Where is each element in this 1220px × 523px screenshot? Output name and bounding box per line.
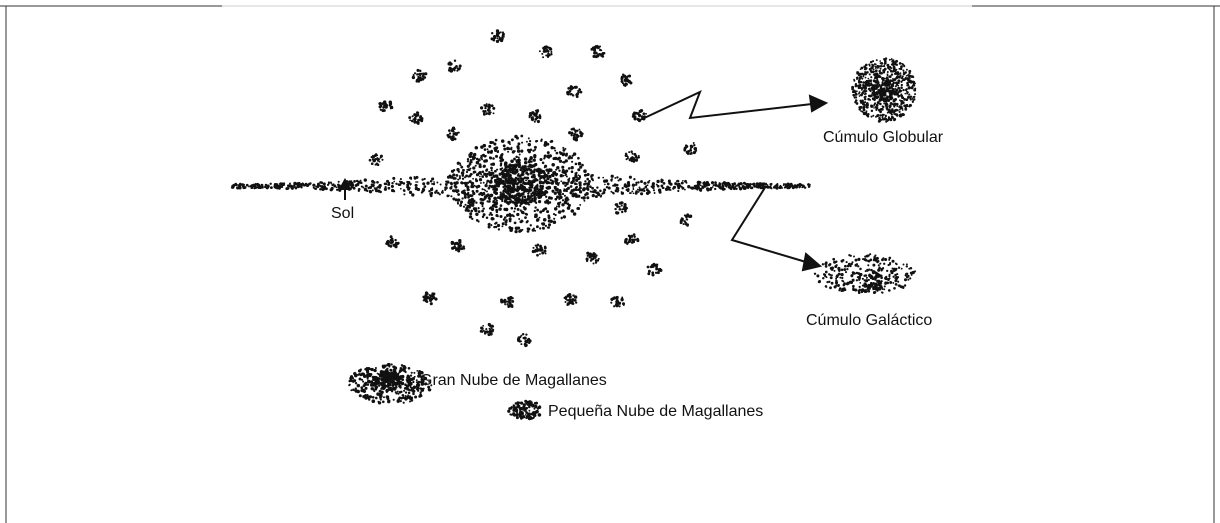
frame <box>0 6 1220 523</box>
sun-label: Sol <box>331 205 354 222</box>
large-magellanic-cloud-label: Gran Nube de Magallanes <box>420 372 607 389</box>
globular-cluster-label: Cúmulo Globular <box>823 129 944 146</box>
arrow-to-globular-cluster <box>640 92 826 120</box>
small-magellanic-cloud-label: Pequeña Nube de Magallanes <box>548 403 763 420</box>
galactic-cluster-icon <box>814 253 916 294</box>
small-magellanic-cloud-icon <box>507 400 541 421</box>
globular-cluster-icon <box>851 57 916 122</box>
arrow-to-galactic-cluster <box>732 186 820 270</box>
galactic-bulge <box>449 135 591 234</box>
galactic-cluster-label: Cúmulo Galáctico <box>806 312 932 329</box>
